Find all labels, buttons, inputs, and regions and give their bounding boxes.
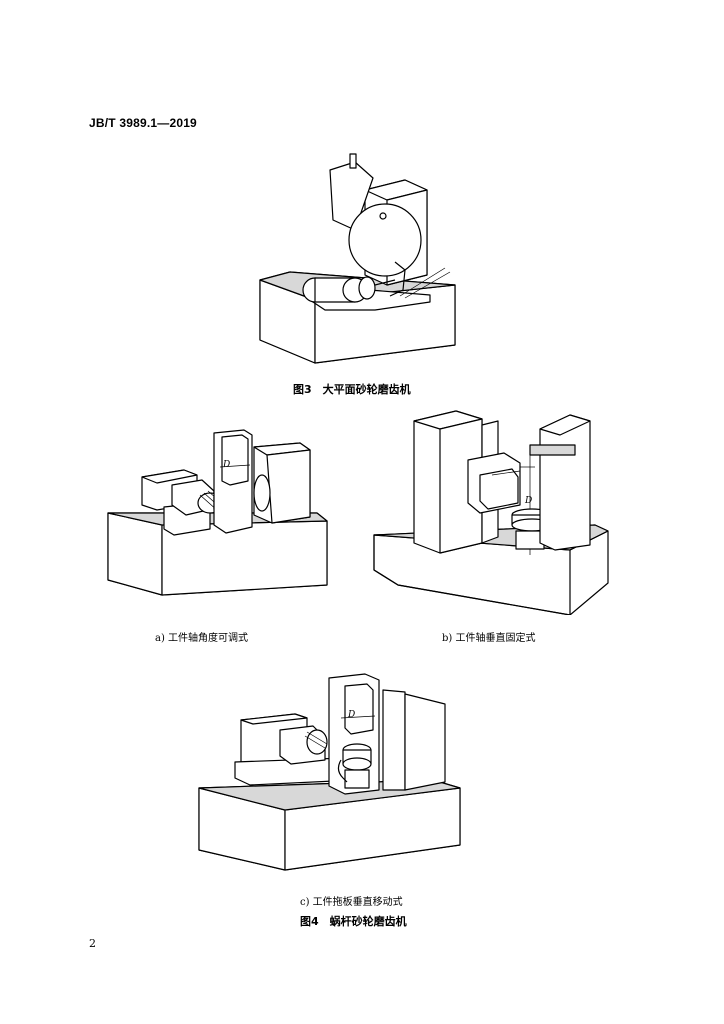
page-number: 2 (89, 937, 96, 950)
figure-4a-dim-label: D (223, 460, 231, 470)
figure-3-caption: 图3 大平面砂轮磨齿机 (293, 383, 411, 396)
standard-code: JB/T 3989.1—2019 (89, 116, 197, 130)
figure-4c-illustration (195, 670, 465, 885)
figure-4c-dim-label: D (348, 710, 356, 720)
figure-4a-caption: a) 工件轴角度可调式 (155, 633, 249, 644)
figure-4c-caption: c) 工件拖板垂直移动式 (300, 897, 403, 908)
figure-4b-caption: b) 工件轴垂直固定式 (442, 633, 536, 644)
figure-3-illustration (255, 150, 470, 375)
figure-4b-dim-label: D (525, 496, 533, 506)
figure-4-caption: 图4 蜗杆砂轮磨齿机 (300, 915, 407, 928)
figure-4a-illustration (102, 425, 334, 605)
figure-4b-illustration (370, 405, 615, 615)
